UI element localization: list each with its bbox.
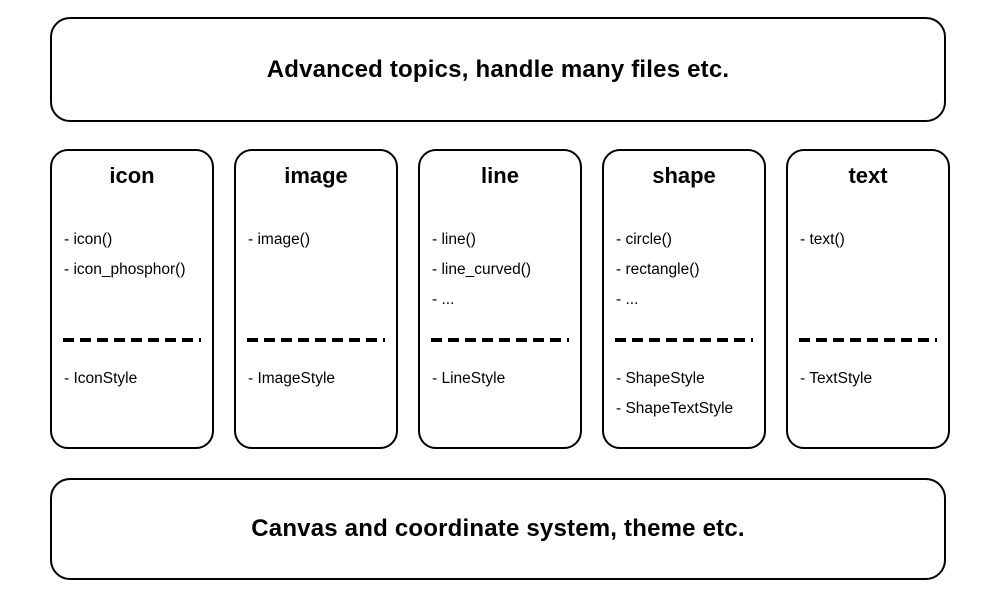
card-title: text bbox=[848, 163, 888, 188]
method-item: - icon_phosphor() bbox=[64, 261, 186, 278]
card-title: shape bbox=[652, 163, 716, 188]
card-title: icon bbox=[109, 163, 155, 188]
style-item: - ImageStyle bbox=[248, 370, 336, 387]
style-item: - IconStyle bbox=[64, 370, 138, 387]
style-item: - TextStyle bbox=[800, 370, 873, 387]
module-card-text: text - text() - TextStyle bbox=[786, 149, 950, 449]
card-methods-list: - icon() - icon_phosphor() bbox=[64, 225, 202, 285]
card-methods-list: - image() bbox=[248, 225, 386, 255]
module-card-icon: icon - icon() - icon_phosphor() - IconSt… bbox=[50, 149, 214, 449]
style-item: - ShapeStyle bbox=[616, 370, 705, 387]
dashed-divider bbox=[799, 338, 937, 342]
module-card-shape: shape - circle() - rectangle() - ... - S… bbox=[602, 149, 766, 449]
bottom-banner: Canvas and coordinate system, theme etc. bbox=[50, 478, 946, 580]
dashed-divider bbox=[615, 338, 753, 342]
card-styles-list: - ShapeStyle - ShapeTextStyle bbox=[616, 364, 754, 424]
method-item: - ... bbox=[616, 291, 639, 308]
dashed-divider bbox=[247, 338, 385, 342]
card-styles-list: - TextStyle bbox=[800, 364, 938, 394]
top-banner-label: Advanced topics, handle many files etc. bbox=[266, 55, 730, 83]
method-item: - rectangle() bbox=[616, 261, 700, 278]
module-card-line: line - line() - line_curved() - ... - Li… bbox=[418, 149, 582, 449]
method-item: - icon() bbox=[64, 231, 113, 248]
method-item: - line_curved() bbox=[432, 261, 532, 278]
method-item: - ... bbox=[432, 291, 455, 308]
bottom-banner-label: Canvas and coordinate system, theme etc. bbox=[251, 515, 745, 542]
card-styles-list: - LineStyle bbox=[432, 364, 570, 394]
style-item: - LineStyle bbox=[432, 370, 506, 387]
module-cards-row: icon - icon() - icon_phosphor() - IconSt… bbox=[50, 149, 950, 449]
dashed-divider bbox=[63, 338, 201, 342]
style-item: - ShapeTextStyle bbox=[616, 400, 734, 417]
card-styles-list: - IconStyle bbox=[64, 364, 202, 394]
card-methods-list: - line() - line_curved() - ... bbox=[432, 225, 570, 315]
method-item: - image() bbox=[248, 231, 311, 248]
dashed-divider bbox=[431, 338, 569, 342]
method-item: - text() bbox=[800, 231, 845, 248]
card-methods-list: - text() bbox=[800, 225, 938, 255]
card-title: line bbox=[481, 163, 519, 188]
method-item: - line() bbox=[432, 231, 476, 248]
card-styles-list: - ImageStyle bbox=[248, 364, 386, 394]
card-methods-list: - circle() - rectangle() - ... bbox=[616, 225, 754, 315]
module-card-image: image - image() - ImageStyle bbox=[234, 149, 398, 449]
method-item: - circle() bbox=[616, 231, 672, 248]
card-title: image bbox=[284, 163, 348, 188]
top-banner: Advanced topics, handle many files etc. bbox=[50, 17, 946, 122]
